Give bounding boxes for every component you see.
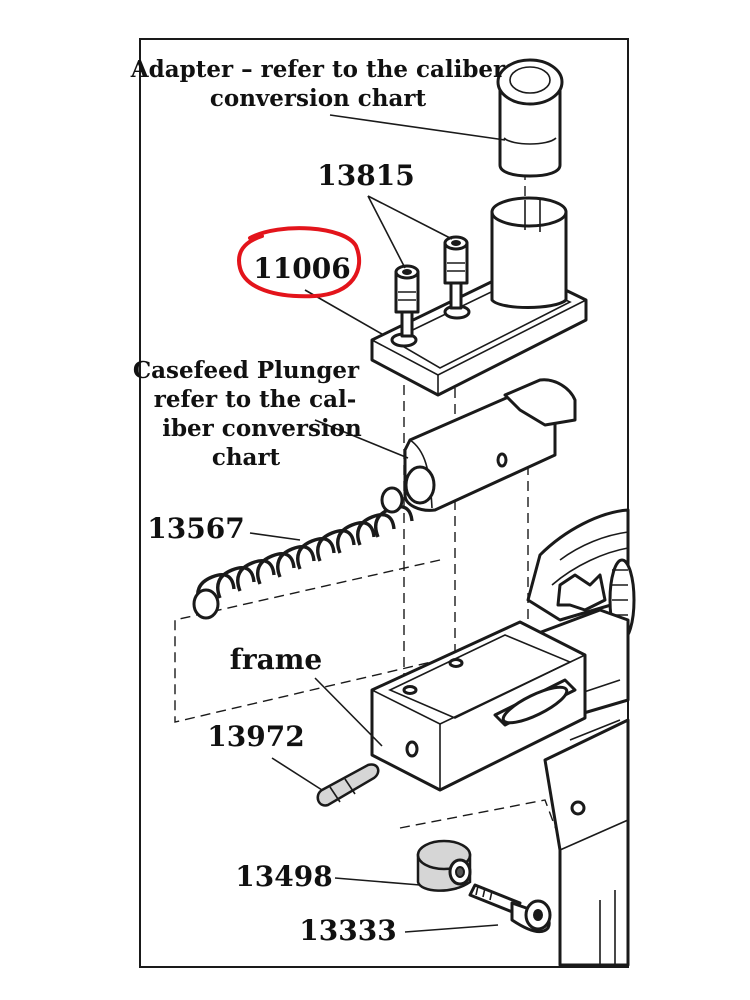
plate-11006-label: 11006 (253, 252, 350, 285)
bushing-13498-label: 13498 (235, 860, 332, 893)
spring-13567-part (192, 486, 414, 620)
bushing-13498-part (416, 839, 472, 892)
casefeed-plunger-part (403, 378, 577, 512)
screw-13815-left (394, 264, 420, 338)
bolt-13333-label: 13333 (299, 914, 396, 947)
plunger-label-line3: iber conversion (162, 415, 362, 442)
spring-13567-label: 13567 (147, 512, 244, 545)
plate-11006-part (370, 196, 588, 397)
adapter-label-line1: Adapter – refer to the caliber (130, 56, 506, 83)
plunger-label-line1: Casefeed Plunger (133, 357, 360, 384)
screw-13815-label: 13815 (317, 159, 414, 192)
bolt-13333-part (468, 883, 552, 934)
plunger-label-line2: refer to the cal- (154, 386, 357, 413)
pin-13972-label: 13972 (207, 720, 304, 753)
frame-block-part (370, 620, 587, 792)
adapter-part (496, 58, 564, 178)
frame-label: frame (230, 643, 322, 676)
highlight-circle (237, 226, 362, 299)
plunger-label-line4: chart (212, 444, 281, 471)
screw-13815-right (443, 235, 469, 310)
diagram-border (139, 38, 629, 968)
adapter-label-line2: conversion chart (210, 85, 427, 112)
pin-13972-part (316, 763, 380, 807)
